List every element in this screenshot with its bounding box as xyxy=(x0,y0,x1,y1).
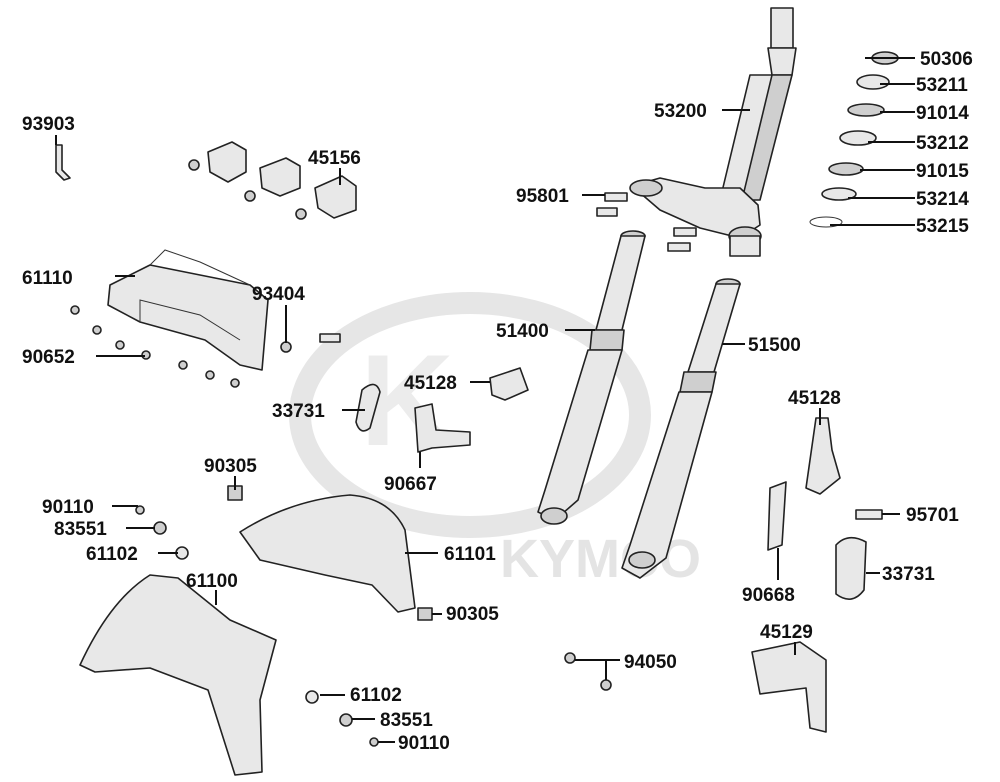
label-61102-right: 61102 xyxy=(350,685,402,706)
label-45129: 45129 xyxy=(760,622,813,643)
label-61110: 61110 xyxy=(22,268,73,289)
bolts-95801 xyxy=(596,192,697,252)
fork-right-part xyxy=(621,278,741,579)
steering-stem-part xyxy=(629,7,797,257)
label-83551-right: 83551 xyxy=(380,710,433,731)
label-51500: 51500 xyxy=(748,335,801,356)
small-screws xyxy=(70,305,341,388)
label-53211: 53211 xyxy=(916,75,968,96)
balls-91015 xyxy=(828,162,864,176)
part-94050 xyxy=(564,652,612,691)
label-91014: 91014 xyxy=(916,103,969,124)
reflector-33731-left xyxy=(355,383,381,432)
bracket-45128-left xyxy=(489,367,529,401)
label-51400: 51400 xyxy=(496,321,549,342)
label-90305-bottom: 90305 xyxy=(446,604,499,625)
seal-53215 xyxy=(809,216,843,228)
label-45128-left: 45128 xyxy=(404,373,457,394)
label-50306: 50306 xyxy=(920,49,973,70)
label-90668: 90668 xyxy=(742,585,795,606)
clip-93903 xyxy=(55,144,71,181)
label-45128-right: 45128 xyxy=(788,388,841,409)
meter-cover-part xyxy=(107,249,269,371)
race-53214 xyxy=(821,187,857,201)
label-53212: 53212 xyxy=(916,133,969,154)
part-labels: 50306 53211 91014 53212 91015 53214 5321… xyxy=(22,49,973,754)
label-95701: 95701 xyxy=(906,505,959,526)
label-33731-right: 33731 xyxy=(882,564,935,585)
bracket-45129 xyxy=(751,641,827,733)
leader-lines xyxy=(55,57,915,743)
label-93903: 93903 xyxy=(22,114,75,135)
label-53215: 53215 xyxy=(916,216,969,237)
kymco-watermark: K KYMCO xyxy=(289,292,701,589)
inner-fender-61101 xyxy=(239,494,416,613)
label-83551-left: 83551 xyxy=(54,519,107,540)
race-53211 xyxy=(856,74,890,90)
fender-hardware xyxy=(135,485,433,747)
label-94050: 94050 xyxy=(624,652,677,673)
brackets-45156 xyxy=(188,141,357,220)
bearing-stack xyxy=(809,51,899,228)
label-33731-left: 33731 xyxy=(272,401,325,422)
balls-91014 xyxy=(847,103,885,117)
label-95801: 95801 xyxy=(516,186,569,207)
label-90305-top: 90305 xyxy=(204,456,257,477)
label-93404: 93404 xyxy=(252,284,305,305)
label-90652: 90652 xyxy=(22,347,75,368)
bracket-90668 xyxy=(767,481,787,551)
label-90110-left: 90110 xyxy=(42,497,94,518)
fork-left-part xyxy=(537,230,646,525)
label-53214: 53214 xyxy=(916,189,969,210)
race-53212 xyxy=(839,130,877,146)
label-61101: 61101 xyxy=(444,544,496,565)
label-61102-left: 61102 xyxy=(86,544,138,565)
bracket-90667 xyxy=(414,403,471,453)
label-53200: 53200 xyxy=(654,101,707,122)
bracket-45128-right xyxy=(805,417,841,495)
label-91015: 91015 xyxy=(916,161,969,182)
label-61100: 61100 xyxy=(186,571,238,592)
reflector-33731-right xyxy=(835,536,867,600)
label-90667: 90667 xyxy=(384,474,437,495)
bolt-95701 xyxy=(855,509,883,520)
front-fender-61100 xyxy=(79,574,277,776)
label-90110-right: 90110 xyxy=(398,733,450,754)
label-45156: 45156 xyxy=(308,148,361,169)
